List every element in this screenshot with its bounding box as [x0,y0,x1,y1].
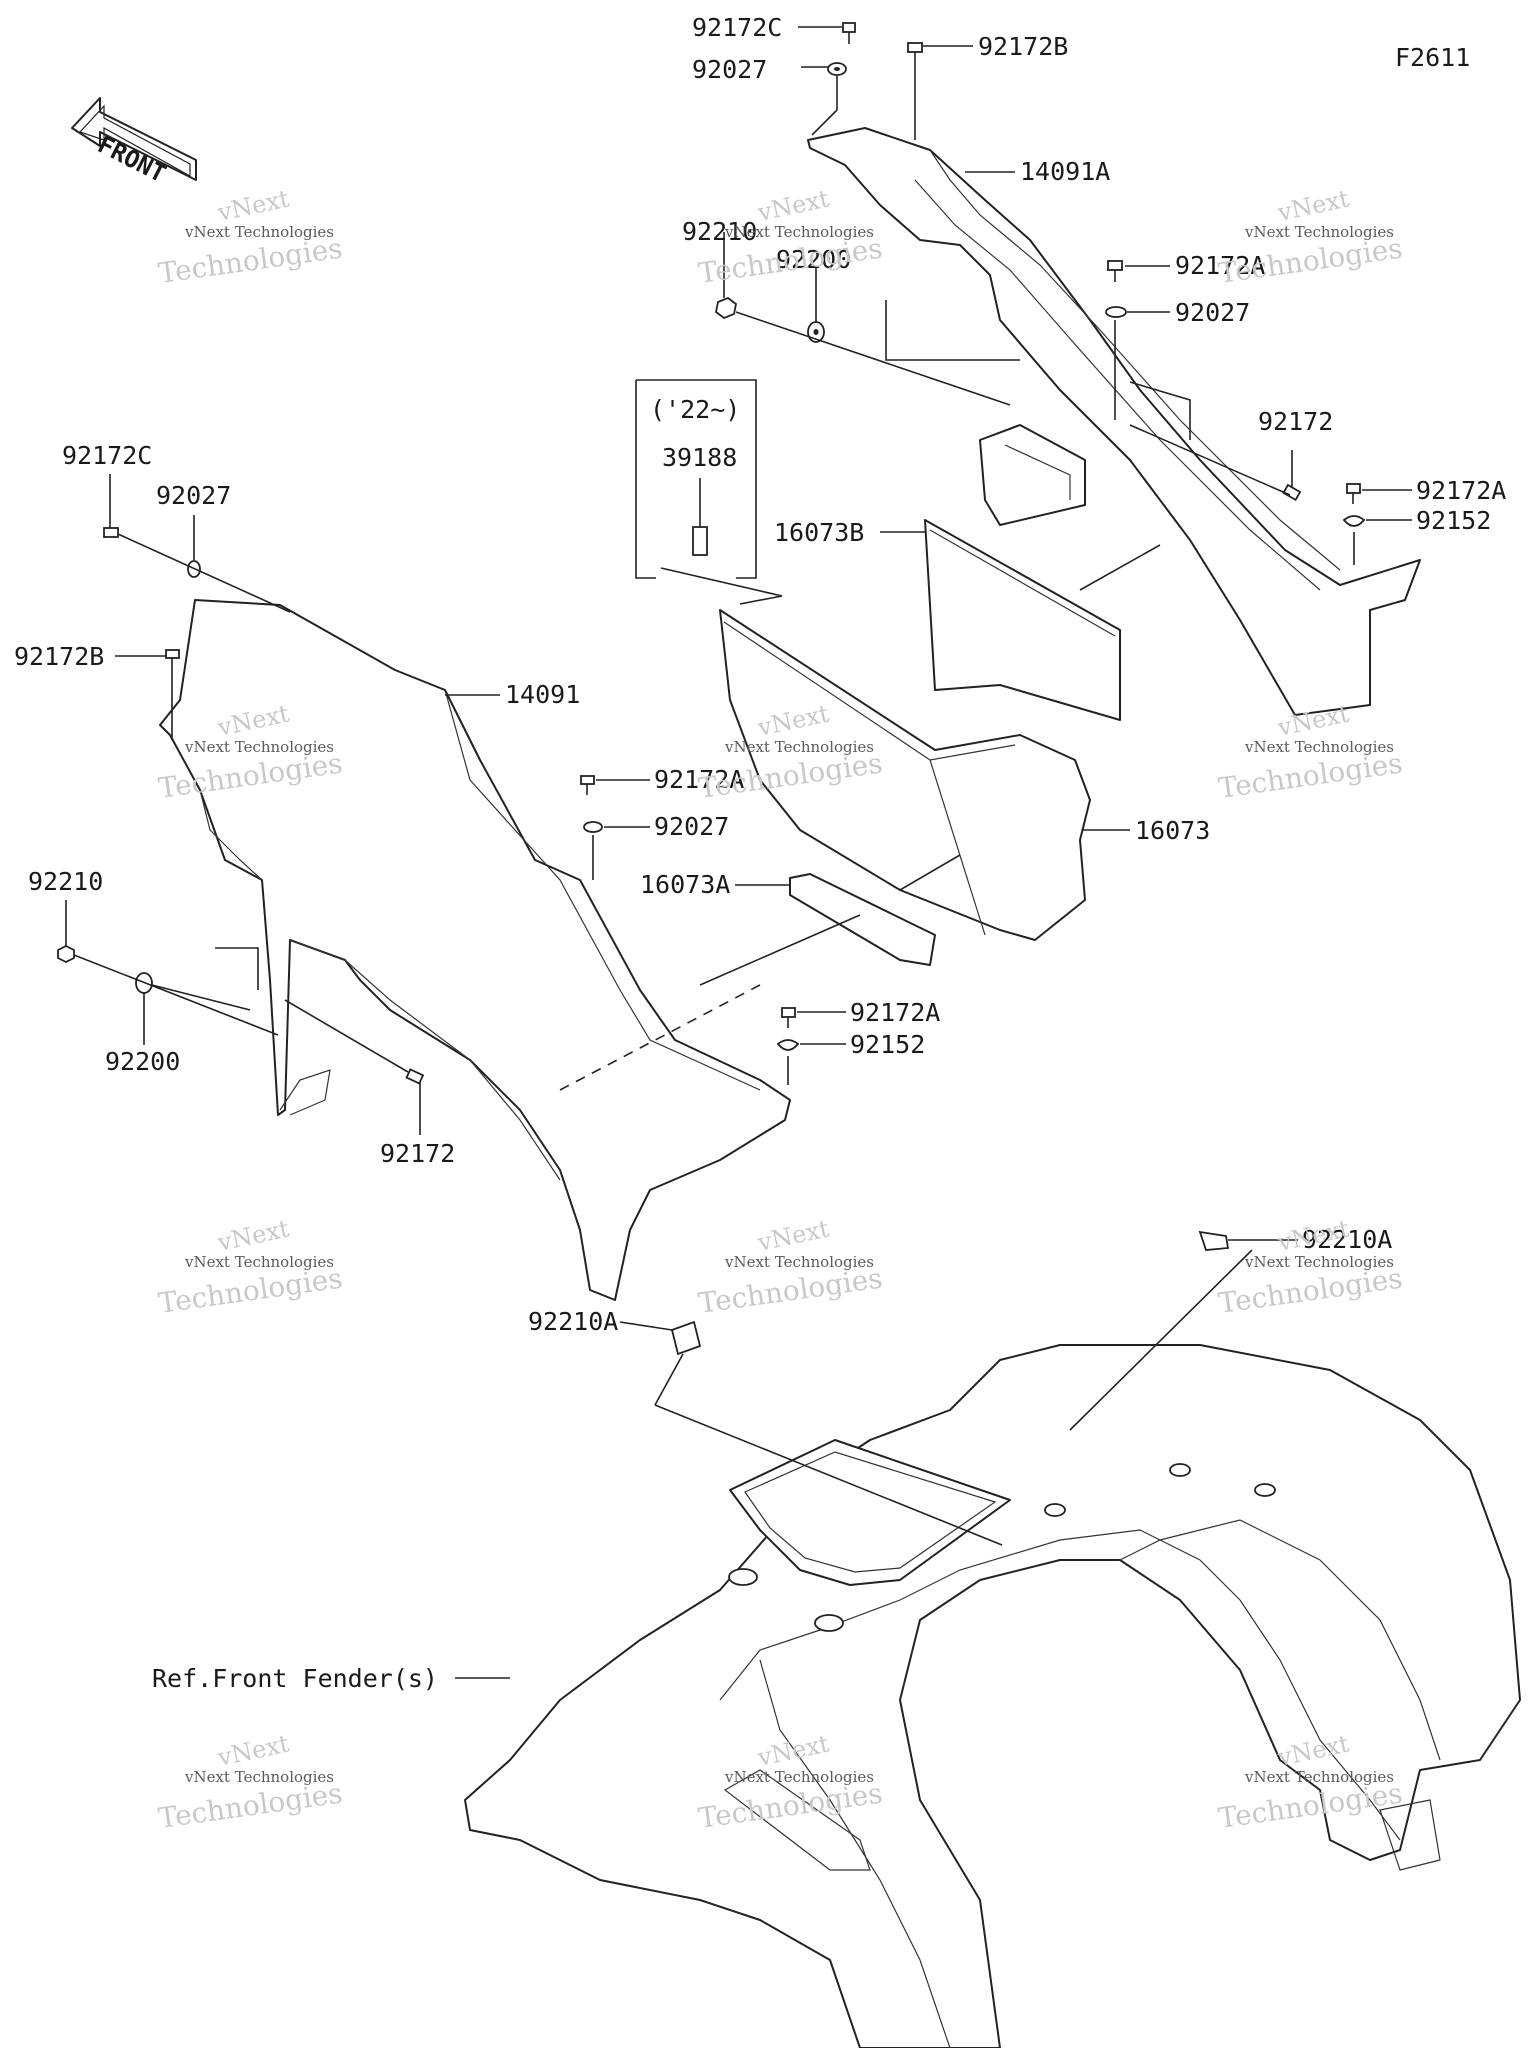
svg-text:vNext Technologies: vNext Technologies [184,1253,334,1271]
grommet-92152-middle [776,1039,800,1051]
screw-92172c-top [842,22,856,44]
label-14091: 14091 [505,680,580,709]
svg-text:vNext: vNext [214,184,292,227]
middle-pad-group [699,609,1130,1085]
screw-92172a-left [580,775,595,795]
label-16073a: 16073A [640,870,730,899]
svg-text:vNext Technologies: vNext Technologies [1244,223,1394,241]
label-92200-left: 92200 [105,1047,180,1076]
svg-text:vNext Technologies: vNext Technologies [724,1768,874,1786]
watermark: vNext vNext Technologies Technologies [1216,184,1404,289]
screw-92172a-middle [781,1007,796,1028]
svg-text:vNext: vNext [1274,184,1352,227]
year-box: ('22~) 39188 [635,379,783,605]
part-labels: 92172C 92027 92172B 14091A 92210 92200 9… [14,13,1506,1693]
washer-92027-top [827,62,847,76]
svg-text:vNext Technologies: vNext Technologies [1244,1253,1394,1271]
label-92210-upper: 92210 [682,217,757,246]
label-92152-middle: 92152 [850,1030,925,1059]
svg-text:vNext: vNext [754,1214,832,1257]
screw-92172b-left [165,649,180,670]
label-92200-upper: 92200 [776,245,851,274]
watermark: vNext vNext Technologies Technologies [156,184,344,289]
side-cover-14091 [159,599,791,1301]
svg-text:vNext: vNext [214,1214,292,1257]
label-39188: 39188 [662,443,737,472]
nut-92210-upper [715,296,737,320]
watermark: vNext vNext Technologies Technologies [696,184,884,289]
pad-16073a [789,873,936,966]
label-92172a-upper-2: 92172A [1416,476,1506,505]
figure-code: F2611 [1395,43,1470,72]
svg-text:vNext Technologies: vNext Technologies [184,223,334,241]
upper-right-cover-group [715,22,1421,721]
grommet-92152-upper [1342,515,1366,527]
nut-92210-left [57,944,75,964]
washer-92027-upper [1105,306,1127,318]
svg-text:vNext Technologies: vNext Technologies [724,738,874,756]
svg-text:vNext Technologies: vNext Technologies [724,223,874,241]
svg-text:vNext: vNext [214,1729,292,1772]
label-92172-left: 92172 [380,1139,455,1168]
washer-92027-left-mid [583,821,603,833]
label-92210a-left: 92210A [528,1307,618,1336]
clip-92210a-left [670,1320,702,1356]
label-16073: 16073 [1135,816,1210,845]
watermark: vNext vNext Technologies Technologies [156,1214,344,1319]
front-direction-arrow: FRONT [71,97,197,188]
label-16073b: 16073B [774,518,864,547]
front-fender-body [464,1344,1521,2048]
svg-text:vNext: vNext [754,184,832,227]
label-92027-upper: 92027 [1175,298,1250,327]
screw-92172-upper [1282,483,1302,502]
screw-92172c-left [103,527,119,538]
label-92172c-left: 92172C [62,441,152,470]
label-92027-left-mid: 92027 [654,812,729,841]
label-92172c-top: 92172C [692,13,782,42]
svg-text:vNext Technologies: vNext Technologies [184,738,334,756]
label-14091a: 14091A [1020,157,1110,186]
clip-92210a-right [1198,1230,1230,1251]
label-92027-left: 92027 [156,481,231,510]
label-92172a-left: 92172A [654,765,744,794]
screw-92172a-upper-2 [1346,483,1361,504]
label-92172b-top: 92172B [978,32,1068,61]
label-92172a-upper: 92172A [1175,251,1265,280]
screw-92172-left [405,1068,425,1085]
label-92172a-middle: 92172A [850,998,940,1027]
label-92152-upper: 92152 [1416,506,1491,535]
year-range: ('22~) [650,395,740,424]
label-ref-front-fender: Ref.Front Fender(s) [152,1664,438,1693]
label-92210a-right: 92210A [1302,1225,1392,1254]
screw-92172a-upper [1107,260,1123,282]
watermark: vNext vNext Technologies Technologies [1216,699,1404,804]
svg-text:vNext Technologies: vNext Technologies [1244,738,1394,756]
screw-92172b-top [907,42,923,64]
svg-text:vNext Technologies: vNext Technologies [184,1768,334,1786]
watermark: vNext vNext Technologies Technologies [696,1214,884,1319]
left-cover-group [57,474,791,1301]
label-92027-top: 92027 [692,55,767,84]
pad-16073b [924,519,1121,721]
label-92172-upper: 92172 [1258,407,1333,436]
watermark: vNext vNext Technologies Technologies [156,1729,344,1834]
svg-text:vNext Technologies: vNext Technologies [724,1253,874,1271]
svg-text:vNext: vNext [1274,699,1352,742]
svg-text:vNext Technologies: vNext Technologies [1244,1768,1394,1786]
label-92172b-left: 92172B [14,642,104,671]
label-39188-sticker [692,526,708,556]
side-cover-14091a [807,127,1421,716]
pad-16073 [719,609,1091,941]
front-fender [455,1230,1521,2048]
label-92210-left: 92210 [28,867,103,896]
